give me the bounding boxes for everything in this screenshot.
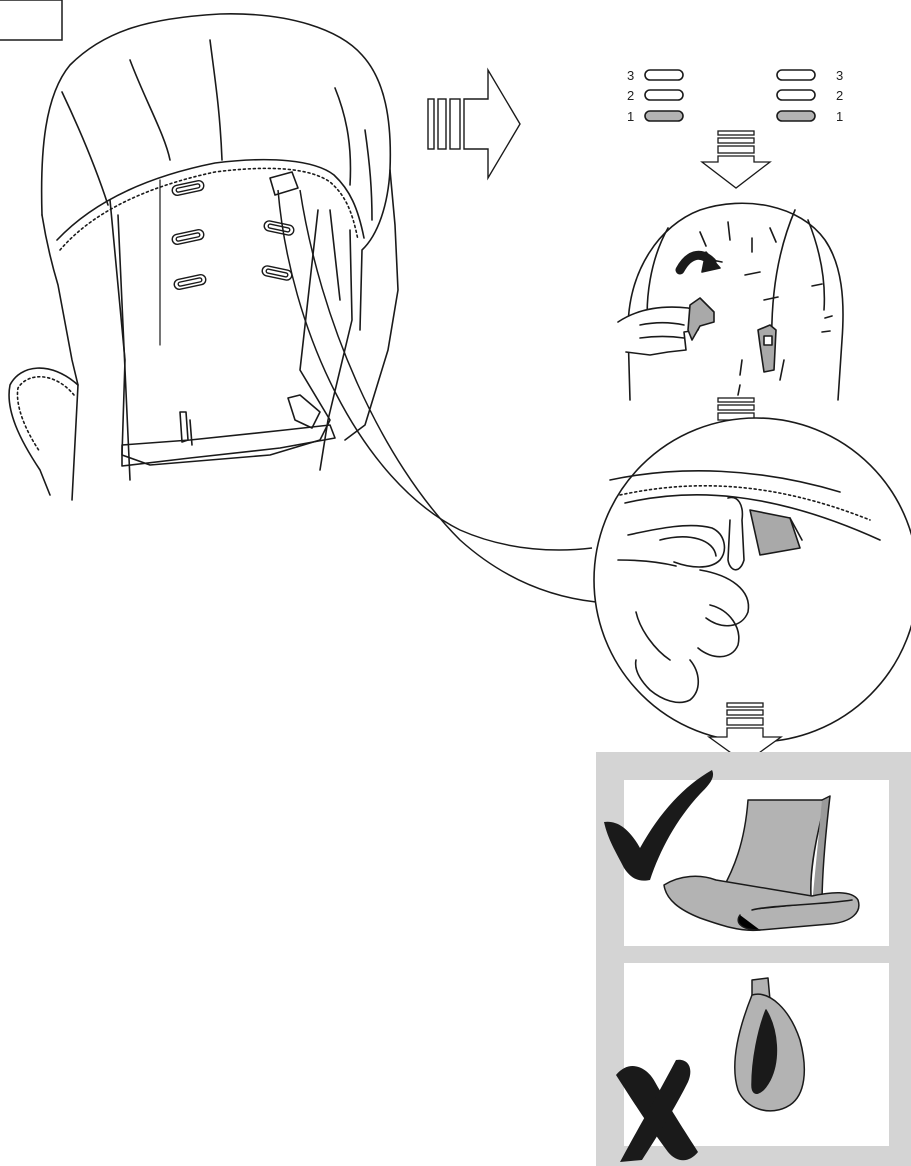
flow-arrow-icon xyxy=(702,131,770,188)
slot-left-2 xyxy=(645,90,683,100)
corner-frame xyxy=(0,0,62,40)
slot-label: 3 xyxy=(627,68,634,83)
headrest-outline xyxy=(628,203,843,400)
flow-arrow-icon xyxy=(428,70,520,178)
cover-hem xyxy=(60,168,358,250)
leader-callout xyxy=(278,190,596,602)
magnified-detail xyxy=(594,418,911,742)
left-wing xyxy=(9,368,78,495)
seat-back-illustration xyxy=(9,14,398,500)
slot-right-3 xyxy=(777,70,815,80)
slot-label: 1 xyxy=(627,109,634,124)
slot-label: 3 xyxy=(836,68,843,83)
back-panel xyxy=(110,200,330,465)
slot-right-2 xyxy=(777,90,815,100)
slot-left-1 xyxy=(645,111,683,121)
slot-right-1 xyxy=(777,111,815,121)
slot-ladder: 3 2 1 3 2 1 xyxy=(627,68,843,124)
slot-label: 1 xyxy=(836,109,843,124)
headrest-hand-illustration xyxy=(618,203,843,400)
slot-label: 2 xyxy=(836,88,843,103)
cover-slots xyxy=(171,180,294,290)
slot-label: 2 xyxy=(627,88,634,103)
magnifier-circle xyxy=(594,418,911,742)
slot-left-3 xyxy=(645,70,683,80)
